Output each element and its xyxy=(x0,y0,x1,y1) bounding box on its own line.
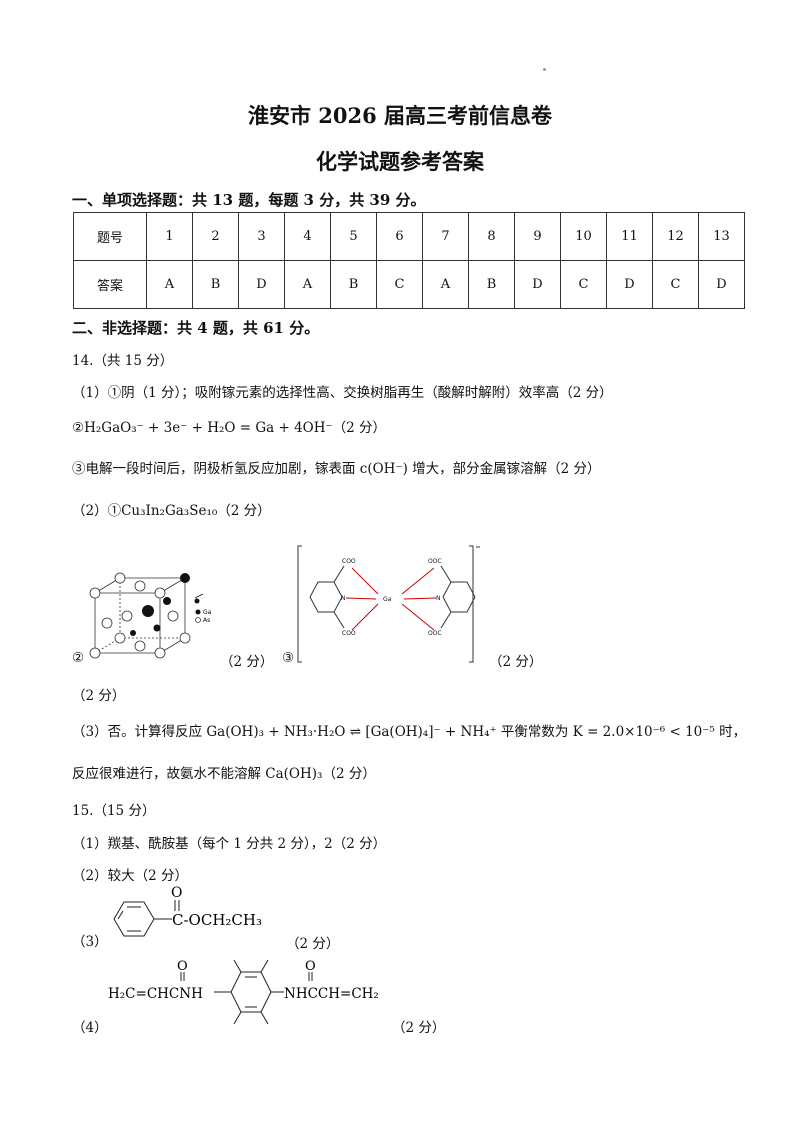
bis-acrylamide-structure: O O H₂C=CHCNH NHCCH=CH₂ xyxy=(108,959,379,1025)
struct-n-right: N xyxy=(436,595,441,602)
q14-score-extra: （2 分） xyxy=(72,688,126,704)
carbonyl-o: O xyxy=(171,885,182,901)
crystal-structure-diagram: Ga As xyxy=(89,572,212,659)
struct-ooc-bottom: OOC xyxy=(428,630,442,637)
legend-ga: Ga xyxy=(203,609,212,616)
table-cell: 3 xyxy=(238,212,285,261)
table-cell: C xyxy=(652,260,699,309)
table-cell: D xyxy=(514,260,561,309)
table-cell: 8 xyxy=(468,212,515,261)
ethyl-benzoate-structure: O C-OCH₂CH₃ xyxy=(113,885,262,937)
q15-part4-marker: （4） xyxy=(72,1020,108,1036)
table-cell: 2 xyxy=(192,212,239,261)
struct-ga: Ga xyxy=(383,596,392,603)
legend-as: As xyxy=(203,617,210,624)
table-cell: C xyxy=(560,260,607,309)
q15-part1: （1）羰基、酰胺基（每个 1 分共 2 分），2（2 分） xyxy=(72,836,387,852)
table-cell: 5 xyxy=(330,212,377,261)
q15-title: 15.（15 分） xyxy=(72,803,156,819)
table-cell: C xyxy=(376,260,423,309)
q14-equation: ②H₂GaO₃⁻ + 3e⁻ + H₂O = Ga + 4OH⁻（2 分） xyxy=(72,420,387,436)
row-label: 题号 xyxy=(73,212,147,261)
page-title: 淮安市 2026 届高三考前信息卷 xyxy=(247,103,553,128)
q14-marker-3: ③ xyxy=(282,650,295,666)
table-row-answers: 答案 A B D A B C A B D C D C D xyxy=(73,260,745,309)
q14-score-3: （2 分） xyxy=(489,654,543,670)
table-cell: A xyxy=(284,260,331,309)
complex-ion-structure: Ga N N COO COO OOC OOC xyxy=(297,545,480,663)
left-acrylamide: H₂C=CHCNH xyxy=(108,986,203,1002)
struct-n-left: N xyxy=(341,595,346,602)
row-label: 答案 xyxy=(73,260,147,309)
table-cell: 7 xyxy=(422,212,469,261)
q14-part3: ③电解一段时间后，阴极析氢反应加剧，镓表面 c(OH⁻) 增大，部分金属镓溶解（… xyxy=(72,461,601,477)
struct-coo-bottom: COO xyxy=(342,630,356,637)
struct-ooc-top: OOC xyxy=(428,558,442,565)
table-cell: D xyxy=(698,260,745,309)
q15-part2: （2）较大（2 分） xyxy=(72,868,188,884)
page-subtitle: 化学试题参考答案 xyxy=(316,149,484,174)
q14-score-2: （2 分） xyxy=(220,654,274,670)
table-cell: 10 xyxy=(560,212,607,261)
table-cell: 11 xyxy=(606,212,653,261)
table-cell: 1 xyxy=(146,212,193,261)
amide-o-left: O xyxy=(177,959,188,974)
table-cell: B xyxy=(330,260,377,309)
table-cell: A xyxy=(146,260,193,309)
table-cell: 13 xyxy=(698,212,745,261)
section2-heading: 二、非选择题：共 4 题，共 61 分。 xyxy=(72,319,320,337)
right-acrylamide: NHCCH=CH₂ xyxy=(284,986,379,1002)
section1-heading: 一、单项选择题：共 13 题，每题 3 分，共 39 分。 xyxy=(72,191,426,209)
ester-formula: C-OCH₂CH₃ xyxy=(172,911,262,929)
stray-dot xyxy=(543,68,546,71)
q15-part4-score: （2 分） xyxy=(392,1020,446,1036)
q14-part3-line1: （3）否。计算得反应 Ga(OH)₃ + NH₃·H₂O ⇌ [Ga(OH)₄]… xyxy=(72,724,747,740)
table-cell: 4 xyxy=(284,212,331,261)
table-cell: D xyxy=(606,260,653,309)
struct-coo-top: COO xyxy=(342,558,356,565)
table-cell: A xyxy=(422,260,469,309)
table-cell: D xyxy=(238,260,285,309)
q15-part3-score: （2 分） xyxy=(286,936,340,952)
q14-part2-formula: （2）①Cu₃In₂Ga₃Se₁₀（2 分） xyxy=(72,503,271,519)
table-cell: B xyxy=(192,260,239,309)
table-row-numbers: 题号 1 2 3 4 5 6 7 8 9 10 11 12 13 xyxy=(73,212,745,261)
table-cell: 12 xyxy=(652,212,699,261)
q14-marker-2: ② xyxy=(72,650,85,666)
q14-part3-line2: 反应很难进行，故氨水不能溶解 Ca(OH)₃（2 分） xyxy=(72,766,376,782)
q15-part3-marker: （3） xyxy=(72,934,108,950)
amide-o-right: O xyxy=(305,959,316,974)
answer-table: 题号 1 2 3 4 5 6 7 8 9 10 11 12 13 答案 A B … xyxy=(73,212,745,309)
table-cell: 9 xyxy=(514,212,561,261)
table-cell: 6 xyxy=(376,212,423,261)
q14-part1: （1）①阴（1 分）；吸附镓元素的选择性高、交换树脂再生（酸解时解附）效率高（2… xyxy=(72,385,613,401)
q14-title: 14.（共 15 分） xyxy=(72,353,174,369)
table-cell: B xyxy=(468,260,515,309)
